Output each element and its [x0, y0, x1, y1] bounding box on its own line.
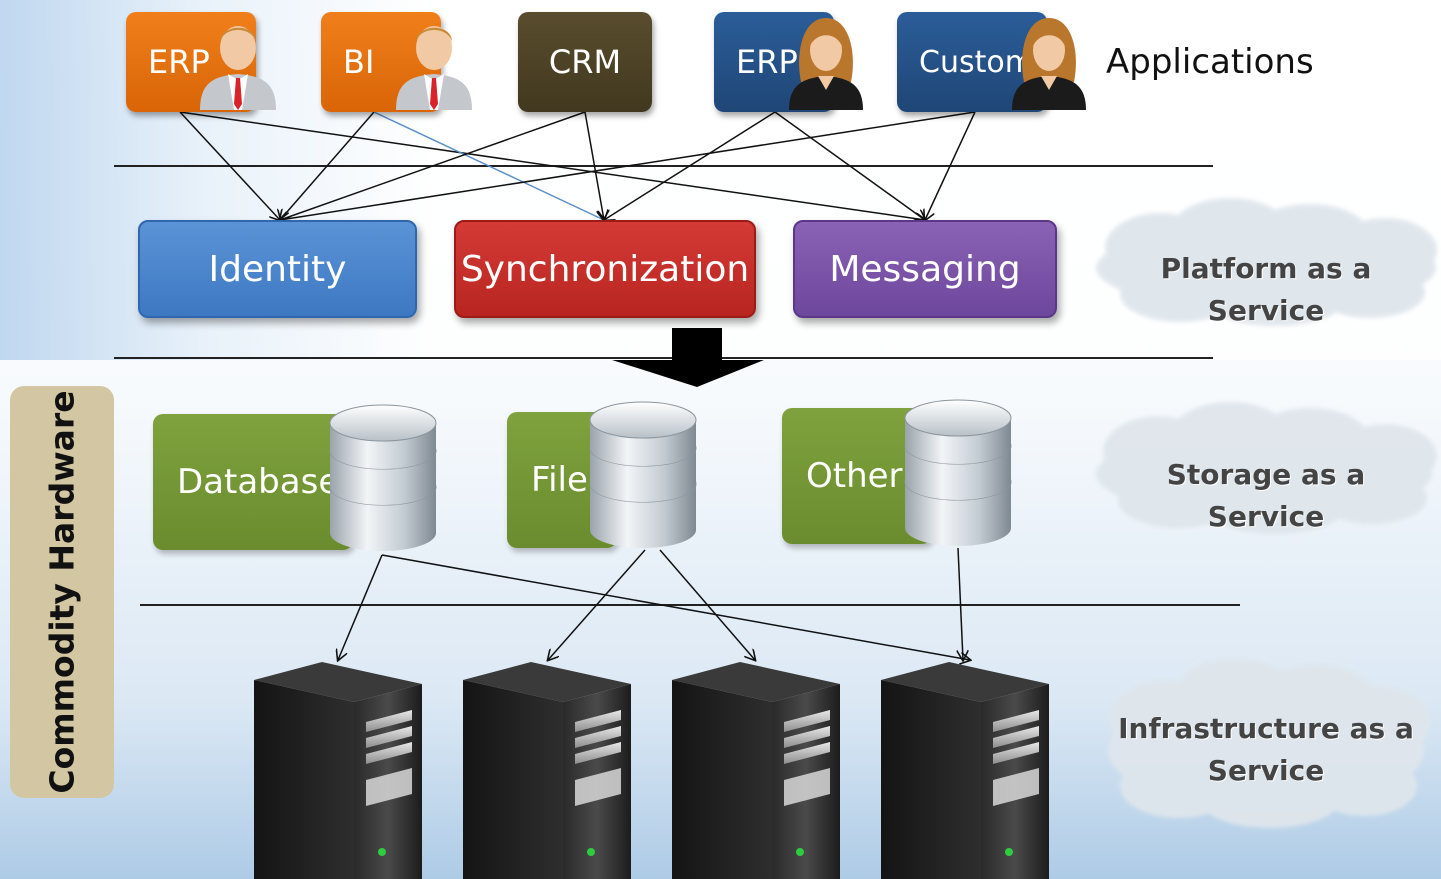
storage-box-file: File: [507, 412, 617, 548]
storage-label: Database: [177, 462, 340, 502]
businessman-icon: [200, 26, 276, 110]
connector-arrow: [338, 554, 383, 660]
cloud-shape: [1108, 658, 1430, 828]
app-label: ERP: [148, 43, 210, 81]
app-label: BI: [343, 43, 375, 81]
server-icon: [881, 662, 1049, 879]
cloud-shape: [1096, 402, 1437, 534]
cloud-shape: [1096, 198, 1437, 326]
layer-label-paas: Platform as a Service: [1160, 252, 1372, 327]
platform-label: Messaging: [829, 248, 1021, 290]
connector-arrow: [179, 111, 925, 220]
businesswoman-icon: [789, 18, 863, 110]
storage-label: Other: [806, 456, 903, 496]
app-label: ERP: [736, 43, 798, 81]
app-label: Custom: [919, 44, 1034, 80]
layer-label-applications: Applications: [1106, 42, 1314, 82]
commodity-hardware-bar: [10, 386, 114, 798]
connector-arrow: [373, 111, 604, 220]
commodity-hardware-label: Commodity Hardware: [42, 390, 82, 794]
server-icon: [254, 662, 422, 879]
storage-server-connectors: [338, 547, 970, 660]
platform-box-synchronization: Synchronization: [454, 220, 756, 318]
connector-arrow: [548, 549, 646, 660]
connector-arrow: [179, 111, 280, 220]
app-box-crm: CRM: [518, 12, 652, 112]
connector-arrow: [381, 554, 970, 660]
businessman-icon: [396, 26, 472, 110]
server-row: [254, 662, 1049, 879]
connector-arrow: [659, 549, 755, 660]
platform-label: Synchronization: [460, 248, 750, 290]
connector-arrow: [604, 111, 776, 220]
connector-arrow: [280, 111, 586, 220]
platform-box-messaging: Messaging: [793, 220, 1057, 318]
storage-label: File: [531, 460, 588, 500]
layer-label-staas: Storage as a Service: [1166, 458, 1366, 533]
server-icon: [672, 662, 840, 879]
platform-label: Identity: [208, 248, 347, 290]
storage-box-database: Database: [153, 414, 353, 550]
app-platform-connectors: [179, 111, 976, 220]
app-box-custom: Custom: [897, 12, 1047, 112]
down-arrow-icon: [612, 328, 764, 387]
connector-arrow: [280, 111, 375, 220]
connector-arrow: [774, 111, 925, 220]
storage-box-other: Other: [782, 408, 932, 544]
connector-arrow: [958, 547, 963, 660]
connector-arrow: [925, 111, 976, 220]
businesswoman-icon: [1012, 18, 1086, 110]
layer-label-iaas: Infrastructure as a Service: [1118, 712, 1414, 787]
platform-box-identity: Identity: [138, 220, 417, 318]
app-label: CRM: [548, 43, 622, 81]
server-icon: [463, 662, 631, 879]
connector-arrow: [584, 111, 604, 220]
connector-arrow: [280, 111, 976, 220]
